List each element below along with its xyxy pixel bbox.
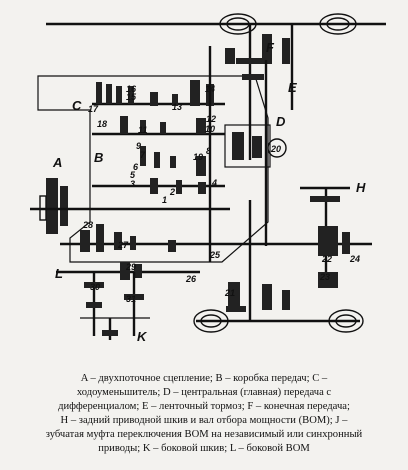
gear-number-18: 18 [97, 119, 107, 129]
gear-number-4: 4 [211, 178, 217, 188]
central-drive-differential [224, 124, 287, 168]
label-L: L [55, 266, 63, 281]
caption-line-2: ходоуменьшитель; D – центральная (главна… [76, 387, 332, 398]
rear-pulley-pto [300, 186, 350, 288]
gear-number-3: 3 [130, 179, 135, 189]
gear-number-30: 30 [90, 282, 100, 292]
diagram-caption: A – двухпоточное сцепление; B – коробка … [10, 372, 398, 456]
gear-number-28: 28 [82, 220, 93, 230]
gear-number-27: 27 [117, 240, 129, 250]
label-A: A [52, 155, 62, 170]
gear-number-15: 15 [126, 92, 137, 102]
gear-number-23: 23 [319, 272, 330, 282]
gear-number-20: 20 [270, 144, 281, 154]
gear-number-21: 21 [224, 288, 235, 298]
gearbox-gear-blocks [96, 80, 214, 194]
label-F: F [266, 40, 275, 55]
gear-number-12: 12 [206, 114, 216, 124]
caption-line-5: зубчатая муфта переключения ВОМ на незав… [45, 429, 363, 440]
gear-number-31: 31 [126, 294, 136, 304]
gear-number-7: 7 [140, 150, 146, 160]
gear-number-14: 14 [205, 84, 215, 94]
gear-number-25: 25 [209, 250, 221, 260]
gear-number-5: 5 [130, 170, 136, 180]
gear-number-29: 29 [125, 262, 136, 272]
caption-line-4: H – задний приводной шкив и вал отбора м… [60, 415, 348, 426]
label-B: B [94, 150, 103, 165]
gearbox-housing [37, 75, 269, 263]
gear-number-6: 6 [133, 162, 139, 172]
label-E: E [288, 80, 297, 95]
label-D: D [276, 114, 286, 129]
final-drive-bottom [193, 200, 364, 333]
caption-line-3: дифференциалом; E – ленточный тормоз; F … [58, 401, 350, 412]
gear-number-1: 1 [162, 195, 167, 205]
caption-line-6: приводы; K – боковой шкив; L – боковой В… [98, 443, 310, 454]
gear-number-26: 26 [185, 274, 197, 284]
gear-number-22: 22 [321, 254, 332, 264]
gear-number-2: 2 [169, 187, 175, 197]
gear-number-24: 24 [349, 254, 360, 264]
final-drive-top [46, 13, 386, 160]
gear-number-8: 8 [206, 146, 211, 156]
label-K: K [137, 329, 148, 344]
gear-number-19: 19 [193, 152, 203, 162]
side-pulley-assembly [80, 272, 150, 340]
gear-number-17: 17 [88, 104, 99, 114]
label-C: C [72, 98, 82, 113]
gear-number-10: 10 [205, 124, 215, 134]
gear-number-9: 9 [136, 141, 141, 151]
gear-number-16: 16 [126, 84, 137, 94]
gear-number-13: 13 [172, 102, 182, 112]
label-H: H [356, 180, 366, 195]
clutch-assembly [30, 178, 230, 234]
gear-number-11: 11 [138, 125, 147, 135]
tractor-transmission-schematic: A B C D E F H K L 1 2 3 4 5 6 7 8 9 10 1… [30, 13, 386, 344]
caption-line-1: A – двухпоточное сцепление; B – коробка … [80, 373, 328, 384]
pto-gear-train [80, 224, 176, 280]
